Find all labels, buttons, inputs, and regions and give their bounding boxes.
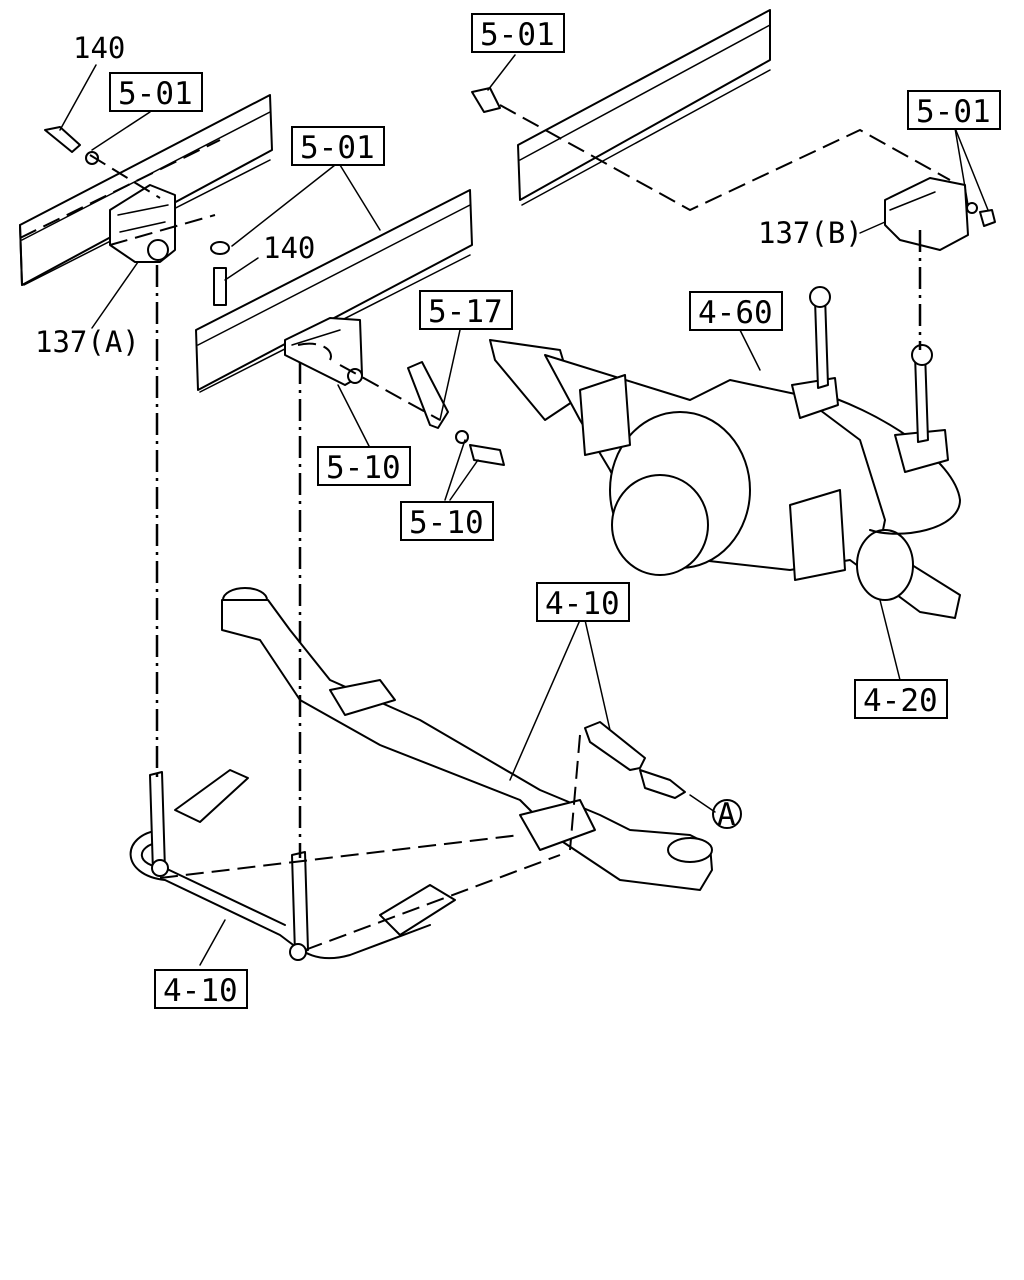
label-5-10-lower[interactable]: 5-10	[400, 501, 494, 541]
label-5-01-top-text: 5-01	[480, 17, 555, 53]
bracket-5-10	[284, 317, 363, 386]
nut-137-b	[966, 202, 996, 227]
label-4-20[interactable]: 4-20	[854, 679, 948, 719]
label-4-10-mid[interactable]: 4-10	[536, 582, 630, 622]
label-5-01-mid-text: 5-01	[300, 130, 375, 166]
label-4-10-lower-text: 4-10	[163, 973, 238, 1009]
washer-bolt-140-mid	[210, 241, 230, 306]
front-axle-beam	[221, 587, 713, 891]
callout-a-text: A	[717, 797, 736, 833]
label-5-01-right-text: 5-01	[916, 94, 991, 130]
label-137-a[interactable]: 137(A)	[35, 325, 140, 359]
label-140-mid[interactable]: 140	[263, 231, 315, 265]
label-140-top[interactable]: 140	[73, 31, 125, 65]
label-5-17-text: 5-17	[428, 294, 503, 330]
label-5-10-lower-text: 5-10	[409, 505, 484, 541]
label-5-10-upper[interactable]: 5-10	[317, 446, 411, 486]
bracket-137-a	[109, 184, 176, 263]
center-lines	[155, 230, 922, 858]
label-5-01-right[interactable]: 5-01	[907, 90, 1001, 130]
shackle-5-17	[407, 361, 505, 466]
hidden-lines	[19, 104, 951, 951]
label-4-10-mid-text: 4-10	[545, 586, 620, 622]
label-5-01-left[interactable]: 5-01	[109, 72, 203, 112]
label-137-b[interactable]: 137(B)	[758, 216, 863, 250]
bracket-137-b	[884, 177, 969, 251]
kingpin: A	[584, 721, 742, 833]
label-4-60[interactable]: 4-60	[689, 291, 783, 331]
frame-rail-right	[517, 9, 771, 206]
bolt-top-right	[471, 87, 501, 113]
stabilizer-bar	[129, 769, 456, 961]
rear-axle-assembly	[489, 286, 961, 619]
label-5-01-top[interactable]: 5-01	[471, 13, 565, 53]
label-5-01-mid[interactable]: 5-01	[291, 126, 385, 166]
leader-lines	[59, 54, 989, 966]
label-5-10-upper-text: 5-10	[326, 450, 401, 486]
bolt-140-top-left	[44, 126, 99, 165]
label-4-60-text: 4-60	[698, 295, 773, 331]
label-5-01-left-text: 5-01	[118, 76, 193, 112]
label-5-17[interactable]: 5-17	[419, 290, 513, 330]
label-4-10-lower[interactable]: 4-10	[154, 969, 248, 1009]
label-4-20-text: 4-20	[863, 683, 938, 719]
